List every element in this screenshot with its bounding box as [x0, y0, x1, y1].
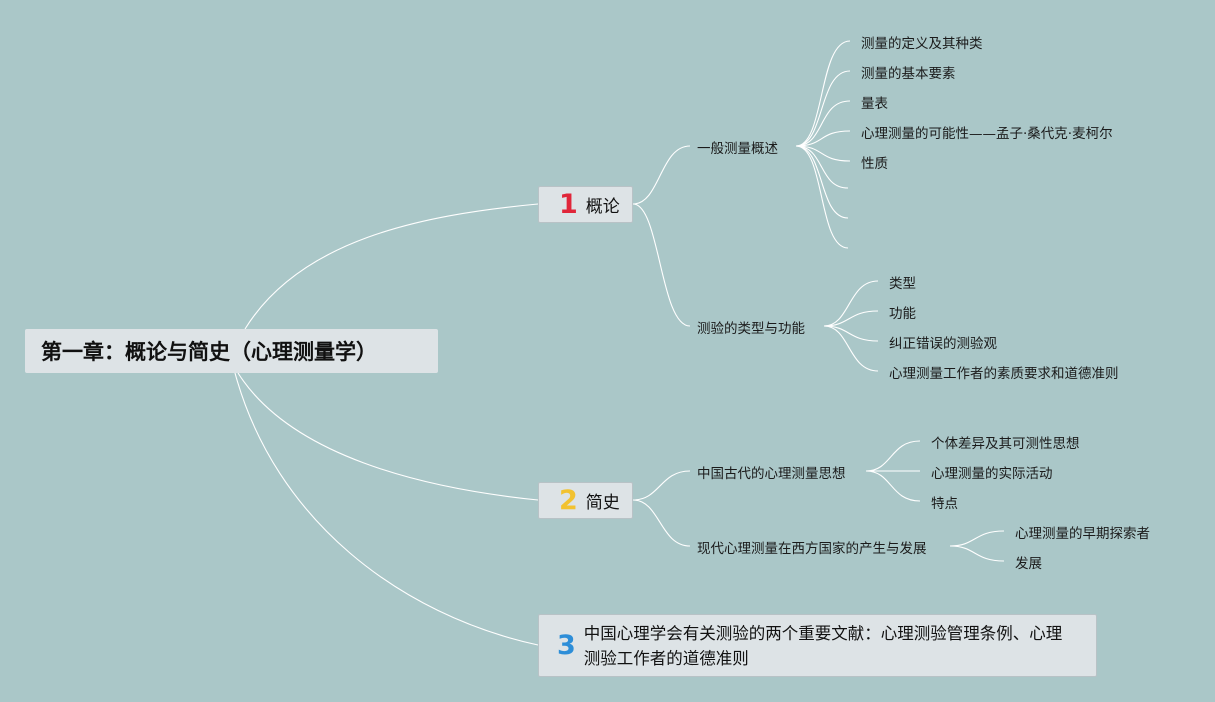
main-topic-overview[interactable]: 1 概论 [538, 186, 633, 223]
leaf-item[interactable]: 测量的基本要素 [861, 66, 956, 82]
leaf-item[interactable]: 个体差异及其可测性思想 [931, 436, 1080, 452]
link-sub2-leaf [823, 325, 879, 372]
link-s2sub2-leaf [949, 545, 1005, 562]
link-root-s2 [237, 372, 539, 501]
number-two-icon: 2 [559, 485, 578, 516]
main-topic-title: 简史 [585, 493, 620, 513]
leaf-item[interactable]: 发展 [1015, 556, 1042, 572]
leaf-item[interactable]: 类型 [889, 276, 916, 292]
link-s2-sub2 [632, 499, 691, 547]
link-s1-sub1 [632, 145, 691, 205]
leaf-item[interactable]: 心理测量的实际活动 [931, 466, 1053, 482]
link-root-s3 [234, 372, 539, 646]
link-sub1-leaf [795, 100, 851, 147]
main-topic-title: 中国心理学会有关测验的两个重要文献：心理测验管理条例、心理测验工作者的道德准则 [583, 623, 1063, 668]
link-s1-sub2 [632, 203, 691, 327]
link-sub1-leaf [795, 145, 849, 249]
subtopic-ancient-china[interactable]: 中国古代的心理测量思想 [697, 466, 846, 482]
leaf-item[interactable]: 性质 [861, 156, 888, 172]
number-three-icon: 3 [557, 630, 576, 661]
link-root-s1 [244, 203, 539, 330]
root-title: 第一章：概论与简史（心理测量学） [41, 340, 377, 364]
link-s2-sub1 [632, 470, 691, 501]
leaf-item[interactable]: 功能 [889, 306, 916, 322]
leaf-item[interactable]: 心理测量的早期探索者 [1015, 526, 1150, 542]
link-sub1-leaf [795, 145, 849, 189]
leaf-item[interactable]: 量表 [861, 96, 888, 112]
link-sub1-leaf [795, 70, 851, 147]
leaf-item[interactable]: 纠正错误的测验观 [889, 336, 997, 352]
link-s2sub2-leaf [949, 530, 1005, 547]
number-one-icon: 1 [559, 189, 578, 220]
link-sub2-leaf [823, 280, 879, 327]
link-sub2-leaf [823, 310, 879, 327]
leaf-item[interactable]: 心理测量工作者的素质要求和道德准则 [889, 366, 1119, 382]
main-topic-title: 概论 [585, 197, 620, 217]
main-topic-documents[interactable]: 3 中国心理学会有关测验的两个重要文献：心理测验管理条例、心理测验工作者的道德准… [538, 614, 1097, 677]
subtopic-modern-west[interactable]: 现代心理测量在西方国家的产生与发展 [697, 541, 927, 557]
leaf-item[interactable]: 测量的定义及其种类 [861, 36, 983, 52]
link-sub1-leaf [795, 130, 851, 147]
subtopic-general-measurement[interactable]: 一般测量概述 [697, 141, 778, 157]
subtopic-test-types[interactable]: 测验的类型与功能 [697, 321, 805, 337]
link-s2sub1-leaf [865, 440, 921, 472]
link-sub2-leaf [823, 325, 879, 342]
link-sub1-leaf [795, 145, 849, 219]
link-sub1-leaf [795, 40, 851, 147]
main-topic-history[interactable]: 2 简史 [538, 482, 633, 519]
link-s2sub1-leaf [865, 470, 921, 502]
leaf-item[interactable]: 心理测量的可能性——孟子·桑代克·麦柯尔 [861, 126, 1113, 142]
leaf-item[interactable]: 特点 [931, 496, 958, 512]
root-topic[interactable]: 第一章：概论与简史（心理测量学） [25, 329, 438, 373]
